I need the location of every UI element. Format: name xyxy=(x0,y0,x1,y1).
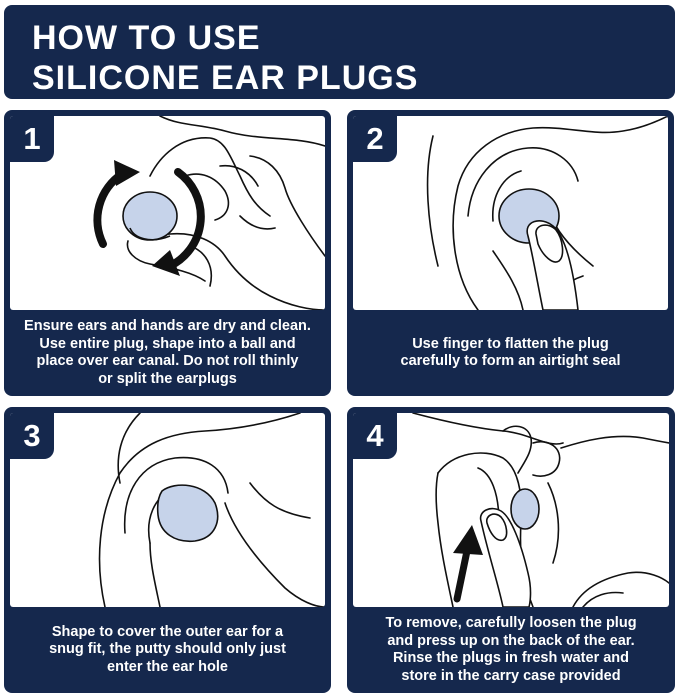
step-2-illustration: 2 xyxy=(353,116,668,310)
step-3-illustration: 3 xyxy=(10,413,325,607)
step-2-number: 2 xyxy=(366,121,384,156)
step-4-caption: To remove, carefully loosen the plug and… xyxy=(353,611,669,689)
step-3-number: 3 xyxy=(23,418,41,453)
step-1-illustration: 1 xyxy=(10,116,325,310)
step-1-text: Ensure ears and hands are dry and clean.… xyxy=(24,318,311,387)
step-4-number-badge: 4 xyxy=(353,413,397,459)
plug-covering-ear-icon xyxy=(98,413,325,607)
up-arrow-icon xyxy=(453,525,483,603)
step-3-text: Shape to cover the outer ear for a snug … xyxy=(49,623,286,675)
step-4-illustration: 4 xyxy=(353,413,669,607)
earplug-ball xyxy=(122,191,178,241)
step-4-number: 4 xyxy=(366,418,384,453)
step-3-number-badge: 3 xyxy=(10,413,54,459)
step-1-panel: 1 Ensure ears and hands are dr xyxy=(4,110,331,396)
step-1-number: 1 xyxy=(23,121,41,156)
step-2-number-badge: 2 xyxy=(353,116,397,162)
step-4-text: To remove, carefully loosen the plug and… xyxy=(385,615,637,684)
title-line-2: SILICONE EAR PLUGS xyxy=(32,59,419,97)
title-line-1: HOW TO USE xyxy=(32,19,261,57)
step-2-panel: 2 Use finger to flatten the plug careful… xyxy=(347,110,674,396)
title-banner: HOW TO USE SILICONE EAR PLUGS xyxy=(4,5,675,99)
earplug xyxy=(156,484,219,542)
hand-shaping-ball-icon xyxy=(93,116,325,310)
step-2-caption: Use finger to flatten the plug carefully… xyxy=(353,314,668,392)
step-1-caption: Ensure ears and hands are dry and clean.… xyxy=(10,314,325,392)
step-3-panel: 3 Shape to cover the outer ear for a snu… xyxy=(4,407,331,693)
step-1-number-badge: 1 xyxy=(10,116,54,162)
step-3-caption: Shape to cover the outer ear for a snug … xyxy=(10,611,325,689)
step-4-panel: 4 To remov xyxy=(347,407,675,693)
finger-flatten-plug-icon xyxy=(426,116,668,310)
earplug xyxy=(510,488,540,530)
step-2-text: Use finger to flatten the plug carefully… xyxy=(400,335,621,370)
remove-plug-arrow-up-icon xyxy=(412,413,669,607)
